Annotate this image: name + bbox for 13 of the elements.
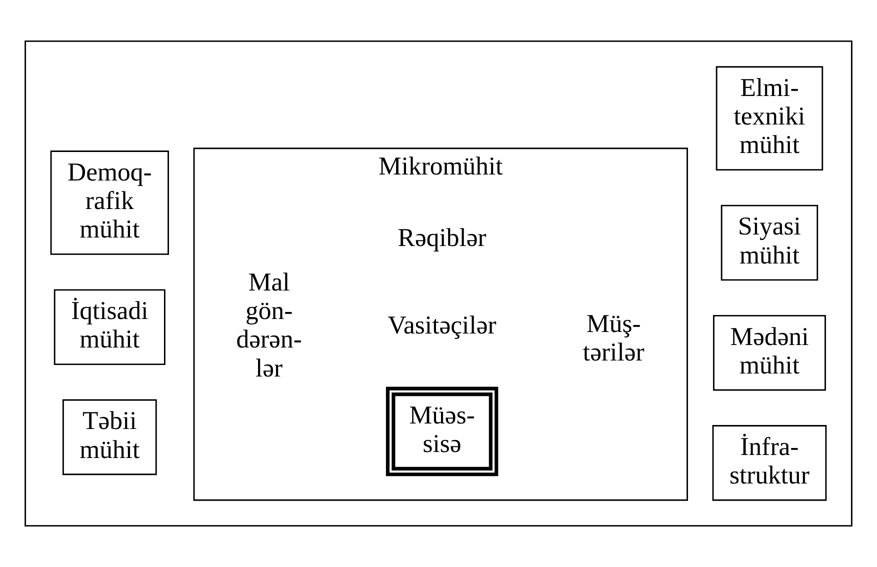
node-box: Siyasi mühit [720,204,818,281]
node-box: Elmi- texniki mühit [716,66,824,171]
label: Mal gön- dərən- lər [236,268,302,382]
label: Vasitəçilər [388,310,496,340]
label: Müş- tərilər [582,308,644,367]
node-box: Təbii mühit [62,399,157,476]
node-box: İqtisadi mühit [54,289,166,365]
node-box: Mədəni mühit [713,314,826,391]
node-box: İnfra- struktur [712,425,827,501]
label: Rəqiblər [398,223,486,252]
node-box: Müəs- sisə [386,386,498,476]
node-box: Demoq- rafik mühit [50,150,169,255]
cluster [24,40,852,527]
